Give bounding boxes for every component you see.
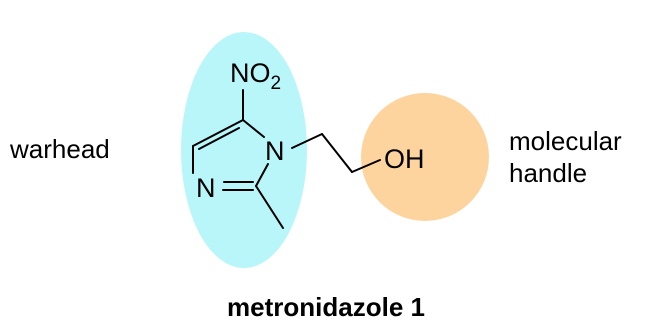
nitro-no-text: NO <box>230 58 271 88</box>
bond-n1-ch2 <box>291 133 323 149</box>
nitro-group-label: NO2 <box>230 58 281 94</box>
ring-n3-label: N <box>196 173 216 203</box>
nitro-subscript: 2 <box>271 73 282 94</box>
bond-c5-n1 <box>242 119 265 138</box>
molecular-handle-label-line2: handle <box>509 158 587 188</box>
ring-n1-label: N <box>265 136 285 166</box>
bond-c2-methyl <box>255 185 284 229</box>
bond-ch2-oh <box>351 159 381 173</box>
compound-caption: metronidazole 1 <box>227 292 425 322</box>
bond-ch2-ch2 <box>321 133 353 173</box>
bond-c2-n1 <box>255 163 269 187</box>
molecular-handle-label-line1: molecular <box>509 126 622 156</box>
handle-highlight-circle <box>361 93 489 221</box>
bond-c5-c4 <box>192 119 244 147</box>
warhead-label: warhead <box>9 134 110 164</box>
hydroxyl-label: OH <box>384 144 425 174</box>
bond-c5-c4-second <box>198 127 240 150</box>
bond-lines <box>192 89 381 229</box>
warhead-highlight-ellipse <box>181 32 307 268</box>
